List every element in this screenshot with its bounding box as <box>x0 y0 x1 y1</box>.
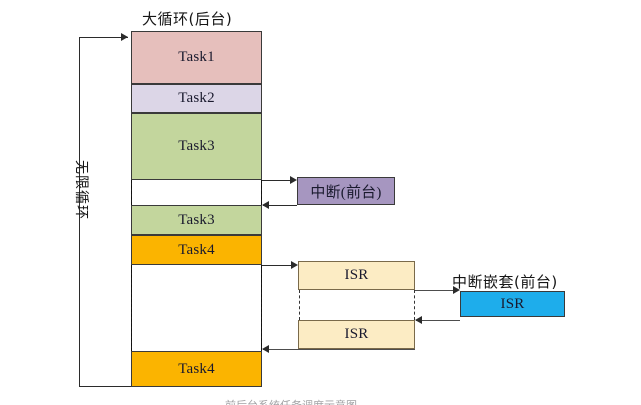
interrupt-return-stub <box>296 205 297 206</box>
arrow-to-nested-line <box>415 290 458 291</box>
arrow-from-interrupt-head-icon <box>262 201 269 209</box>
task-block-task3-lower: Task3 <box>131 205 262 235</box>
task-block-task2: Task2 <box>131 84 262 113</box>
arrow-from-interrupt-line <box>263 205 297 206</box>
arrow-to-nested-head-icon <box>453 286 460 294</box>
arrow-from-nested-line <box>416 320 460 321</box>
isr-gap-dash-right <box>414 290 415 320</box>
preempt-gap-1-dash-right <box>261 180 262 205</box>
arrow-to-isr-head-icon <box>291 261 298 269</box>
arrow-to-interrupt-head-icon <box>290 176 297 184</box>
preempt-gap-2-dash-left <box>131 265 132 351</box>
isr-gap-dash-left <box>299 290 300 320</box>
isr-block-1: ISR <box>298 261 415 290</box>
preempt-gap-1-dash-left <box>131 180 132 205</box>
preempt-gap-2-dash-right <box>261 265 262 351</box>
interrupt-block: 中断(前台) <box>297 177 395 205</box>
loop-bracket-arrowhead-icon <box>121 33 128 41</box>
arrow-from-nested-head-icon <box>415 316 422 324</box>
loop-bracket-top-line <box>79 37 128 38</box>
preempted-gap-1 <box>131 180 262 205</box>
bottom-caption: 前后台系统任务调度示意图 <box>225 397 357 405</box>
preempted-gap-2 <box>131 265 262 351</box>
task-block-task3-upper: Task3 <box>131 113 262 180</box>
arrow-to-isr-line <box>262 265 296 266</box>
task-block-task1: Task1 <box>131 31 262 84</box>
arrow-to-interrupt-line <box>262 180 295 181</box>
nested-isr-block: ISR <box>460 291 565 317</box>
task-block-task4-lower: Task4 <box>131 351 262 387</box>
arrow-isr-return-line <box>263 349 415 350</box>
loop-bracket-bottom-line <box>79 386 132 387</box>
infinite-loop-label: 无限循环 <box>73 160 89 220</box>
loop-bracket-spine <box>79 37 80 387</box>
isr-block-2: ISR <box>298 320 415 349</box>
task-block-task4-upper: Task4 <box>131 235 262 265</box>
nested-interrupt-title: 中断嵌套(前台) <box>452 273 558 291</box>
main-column-title: 大循环(后台) <box>142 10 233 28</box>
arrow-isr-return-head-icon <box>262 345 269 353</box>
